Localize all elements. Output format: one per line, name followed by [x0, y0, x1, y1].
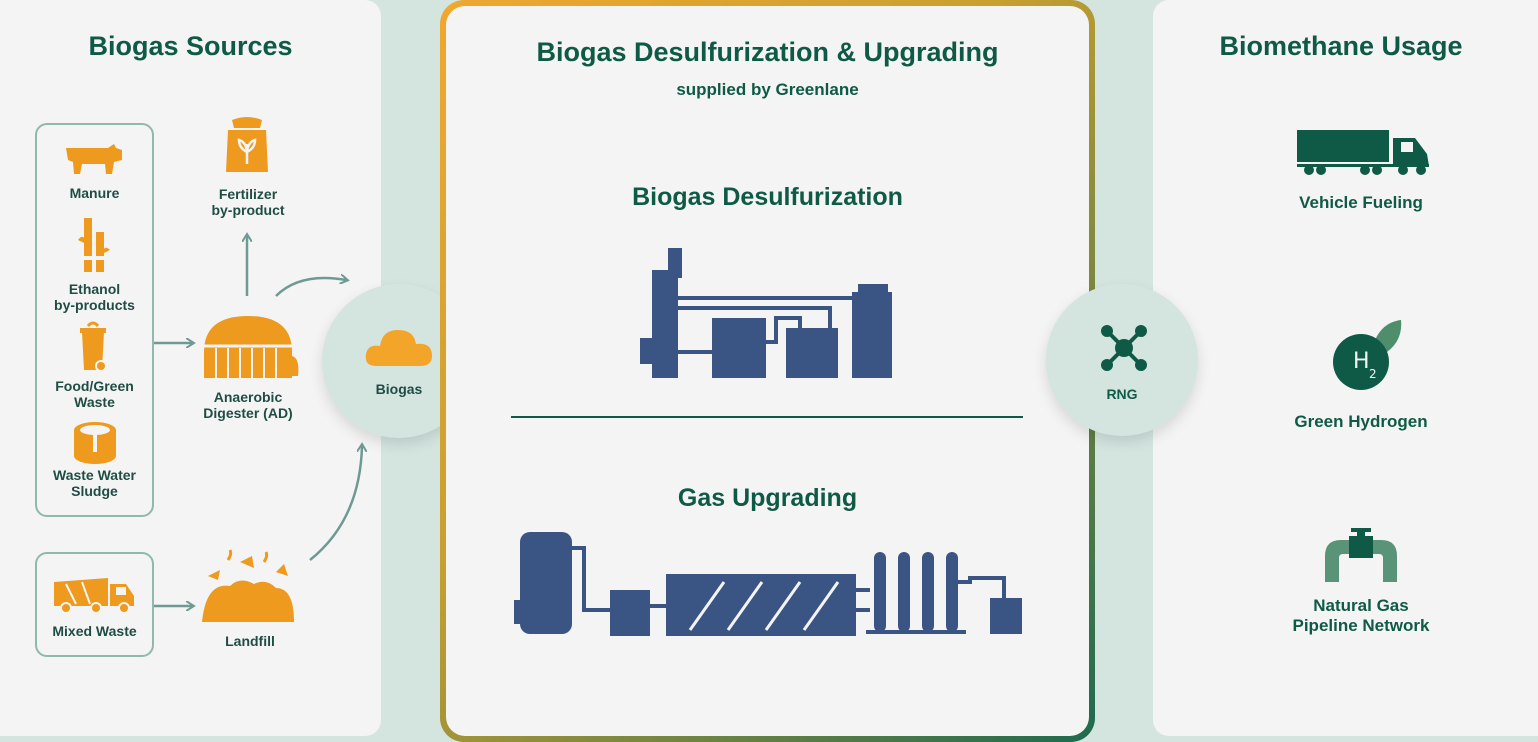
- usage-label-hydrogen: Green Hydrogen: [1294, 412, 1428, 431]
- compost-bin-icon: [80, 321, 107, 372]
- usage-label-vehicle: Vehicle Fueling: [1299, 193, 1423, 212]
- landfill-label: Landfill: [225, 633, 275, 649]
- process-title: Biogas Desulfurization & Upgrading: [536, 37, 999, 67]
- svg-text:2: 2: [1369, 367, 1377, 381]
- source-label-manure: Manure: [69, 185, 120, 201]
- cloud-icon: [365, 330, 432, 366]
- landfill-icon: [202, 549, 294, 622]
- truck-icon: [1297, 130, 1429, 175]
- upgrading-equipment-icon: [514, 532, 1022, 636]
- corn-icon: [78, 218, 110, 272]
- molecule-icon: [1101, 325, 1147, 371]
- section-divider: [511, 416, 1023, 418]
- fertilizer-bag-icon: [226, 117, 268, 172]
- process-panel: Biogas Desulfurization & Upgrading suppl…: [440, 0, 1095, 742]
- garbage-truck-icon: [54, 578, 134, 614]
- cow-icon: [66, 144, 122, 174]
- usage-title: Biomethane Usage: [1219, 31, 1463, 61]
- source-label-mixed-waste: Mixed Waste: [52, 623, 137, 639]
- sources-title: Biogas Sources: [88, 31, 293, 61]
- rng-node: [1046, 284, 1198, 436]
- desulfurization-equipment-icon: [640, 248, 892, 378]
- source-label-sludge: Waste Water Sludge: [53, 467, 136, 499]
- pipeline-valve-icon: [1325, 528, 1397, 582]
- hydrogen-leaf-icon: H 2: [1333, 320, 1402, 390]
- process-subtitle: supplied by Greenlane: [676, 80, 859, 99]
- svg-text:H: H: [1353, 349, 1370, 374]
- feedstock-box: [35, 123, 154, 517]
- sludge-tank-icon: [74, 422, 116, 464]
- biomethane-usage-panel: Biomethane Usage Vehicle Fueling H 2 Gre…: [1153, 0, 1538, 736]
- fertilizer-label: Fertilizer by-product: [211, 186, 285, 218]
- biogas-sources-panel: Biogas Sources Manure Ethanol by-product…: [0, 0, 381, 736]
- rng-label: RNG: [1106, 386, 1138, 402]
- source-label-food-waste: Food/Green Waste: [55, 378, 134, 410]
- digester-label: Anaerobic Digester (AD): [203, 389, 293, 421]
- upgrading-title: Gas Upgrading: [677, 484, 858, 512]
- desulfurization-title: Biogas Desulfurization: [632, 183, 903, 211]
- source-label-ethanol: Ethanol by-products: [54, 281, 135, 313]
- digester-dome-icon: [204, 316, 299, 378]
- biogas-label: Biogas: [375, 381, 423, 397]
- usage-label-pipeline: Natural Gas Pipeline Network: [1292, 596, 1430, 635]
- mixed-waste-box: [35, 552, 154, 657]
